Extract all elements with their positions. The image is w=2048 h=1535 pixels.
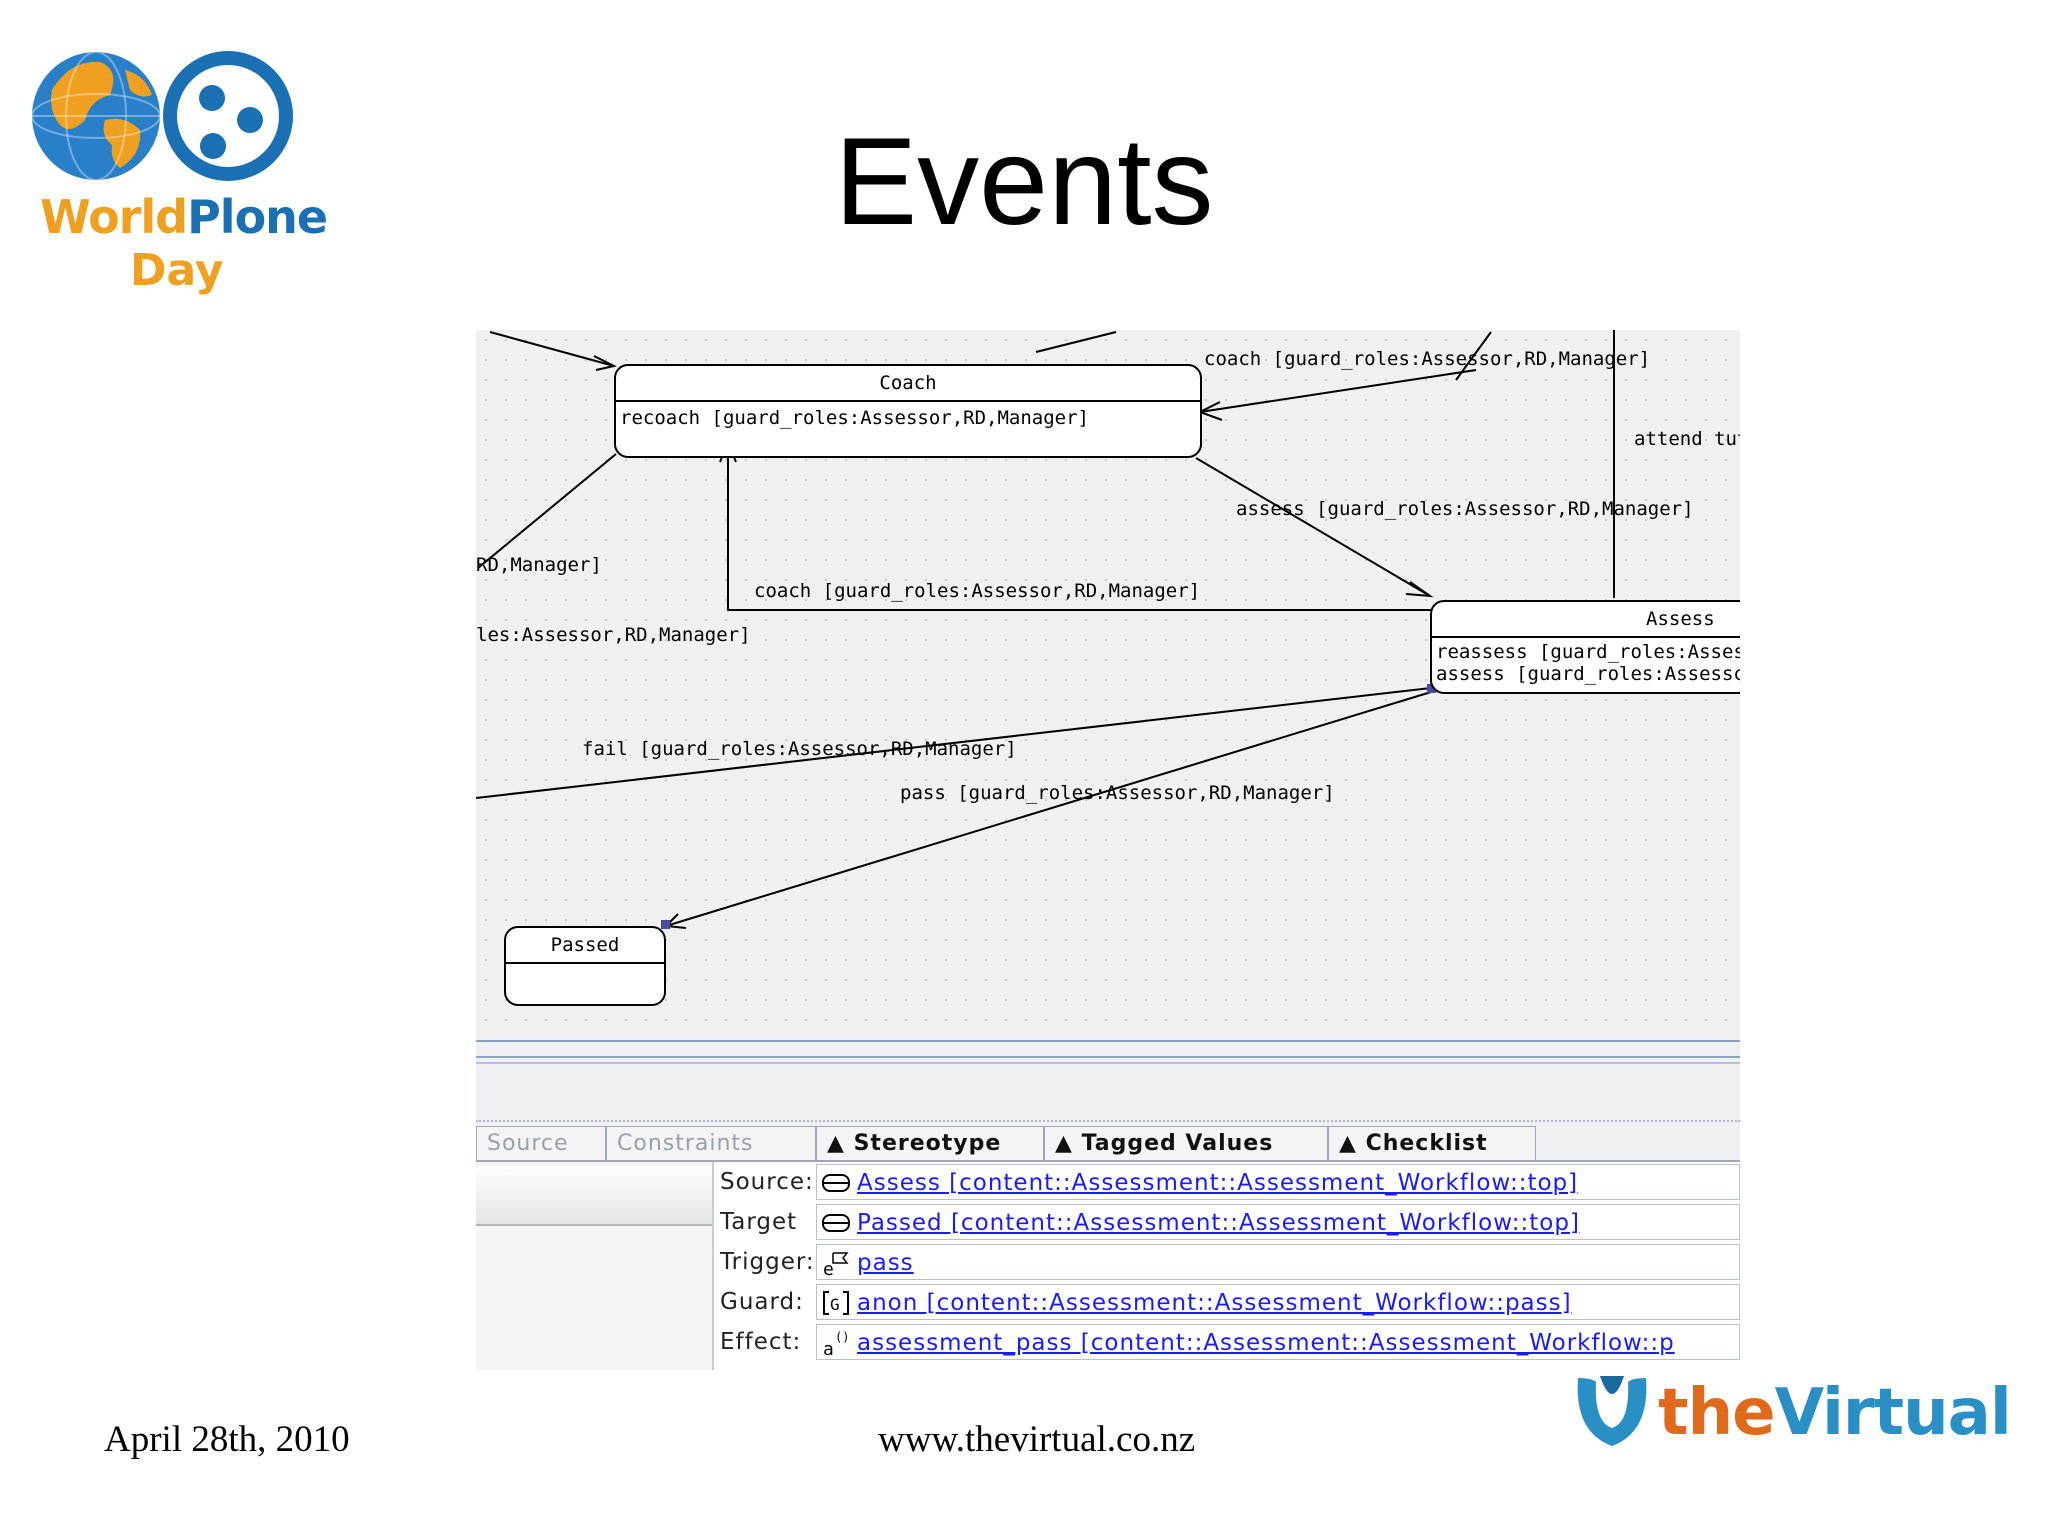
state-icon <box>821 1169 851 1197</box>
svg-text:(): () <box>835 1330 849 1344</box>
transition-label-partial[interactable]: les:Assessor,RD,Manager] <box>476 624 751 646</box>
effect-link[interactable]: assessment_pass [content::Assessment::As… <box>857 1330 1675 1356</box>
svg-text:e: e <box>823 1259 834 1277</box>
state-icon <box>821 1209 851 1237</box>
property-label: Guard: <box>720 1289 804 1315</box>
guard-link[interactable]: anon [content::Assessment::Assessment_Wo… <box>857 1290 1572 1316</box>
svg-text:G: G <box>830 1295 840 1314</box>
property-label: Effect: <box>720 1329 802 1355</box>
footer-url: www.thevirtual.co.nz <box>878 1419 1196 1460</box>
transition-label-pass[interactable]: pass [guard_roles:Assessor,RD,Manager] <box>900 782 1335 804</box>
state-name: Coach <box>616 366 1200 402</box>
logo-wordmark: WorldPlone <box>40 190 328 244</box>
property-row-effect: Effect: a() assessment_pass [content::As… <box>712 1322 1740 1362</box>
event-icon: e <box>821 1249 851 1280</box>
transition-label-assess[interactable]: assess [guard_roles:Assessor,RD,Manager] <box>1236 498 1694 520</box>
property-label: Source: <box>720 1169 814 1195</box>
logo-day-text: Day <box>130 245 224 296</box>
tab-tagged-values[interactable]: ▲ Tagged Values <box>1044 1126 1328 1160</box>
world-plone-day-logo: WorldPlone Day <box>30 40 330 300</box>
v-mark-icon <box>1577 1376 1647 1446</box>
properties-panel: Source: Assess [content::Assessment::Ass… <box>476 1162 1740 1370</box>
thevirtual-logo: theVirtual <box>1570 1372 2012 1462</box>
state-assess[interactable]: Assess reassess [guard_roles:Asses asses… <box>1430 600 1740 694</box>
transition-label-coach[interactable]: coach [guard_roles:Assessor,RD,Manager] <box>1204 348 1651 370</box>
state-name: Passed <box>506 928 664 964</box>
slide-title: Events <box>834 113 1214 251</box>
transition-label-attend[interactable]: attend tut <box>1634 428 1740 450</box>
state-passed[interactable]: Passed <box>504 926 666 1006</box>
trigger-link[interactable]: pass <box>857 1250 914 1276</box>
property-row-trigger: Trigger: e pass <box>712 1242 1740 1282</box>
transition-label-coach[interactable]: coach [guard_roles:Assessor,RD,Manager] <box>754 580 1201 602</box>
tab-constraints[interactable]: Constraints <box>606 1126 816 1160</box>
source-link[interactable]: Assess [content::Assessment::Assessment_… <box>857 1170 1579 1196</box>
guard-icon: G <box>821 1289 851 1317</box>
state-internal-transition: reassess [guard_roles:Asses <box>1436 641 1740 663</box>
state-internal-transition: recoach [guard_roles:Assessor,RD,Manager… <box>620 407 1089 429</box>
selection-handle[interactable] <box>661 920 670 929</box>
property-label: Target <box>720 1209 798 1235</box>
tab-source[interactable]: Source <box>476 1126 606 1160</box>
transition-label-partial[interactable]: RD,Manager] <box>476 554 602 576</box>
svg-text:a: a <box>823 1339 834 1357</box>
tab-checklist[interactable]: ▲ Checklist <box>1328 1126 1536 1160</box>
state-coach[interactable]: Coach recoach [guard_roles:Assessor,RD,M… <box>614 364 1202 458</box>
action-icon: a() <box>821 1329 851 1360</box>
state-name: Assess <box>1432 602 1740 638</box>
target-link[interactable]: Passed [content::Assessment::Assessment_… <box>857 1210 1580 1236</box>
transition-label-fail[interactable]: fail [guard_roles:Assessor,RD,Manager] <box>582 738 1017 760</box>
logo-wordmark: theVirtual <box>1658 1376 2012 1450</box>
uml-tool-screenshot: Coach recoach [guard_roles:Assessor,RD,M… <box>476 330 1740 1370</box>
property-row-target: Target Passed [content::Assessment::Asse… <box>712 1202 1740 1242</box>
property-label: Trigger: <box>720 1249 815 1275</box>
property-row-source: Source: Assess [content::Assessment::Ass… <box>712 1162 1740 1202</box>
state-diagram-canvas[interactable]: Coach recoach [guard_roles:Assessor,RD,M… <box>476 330 1740 1038</box>
property-row-guard: Guard: G anon [content::Assessment::Asse… <box>712 1282 1740 1322</box>
footer-date: April 28th, 2010 <box>104 1419 350 1460</box>
details-tab-bar: Source Constraints ▲ Stereotype ▲ Tagged… <box>476 1126 1740 1162</box>
selection-handle[interactable] <box>1427 684 1436 693</box>
state-internal-transition: assess [guard_roles:Assessc <box>1436 663 1740 685</box>
properties-nav-pane <box>476 1162 714 1370</box>
globe-icon <box>31 51 293 181</box>
tab-stereotype[interactable]: ▲ Stereotype <box>816 1126 1044 1160</box>
